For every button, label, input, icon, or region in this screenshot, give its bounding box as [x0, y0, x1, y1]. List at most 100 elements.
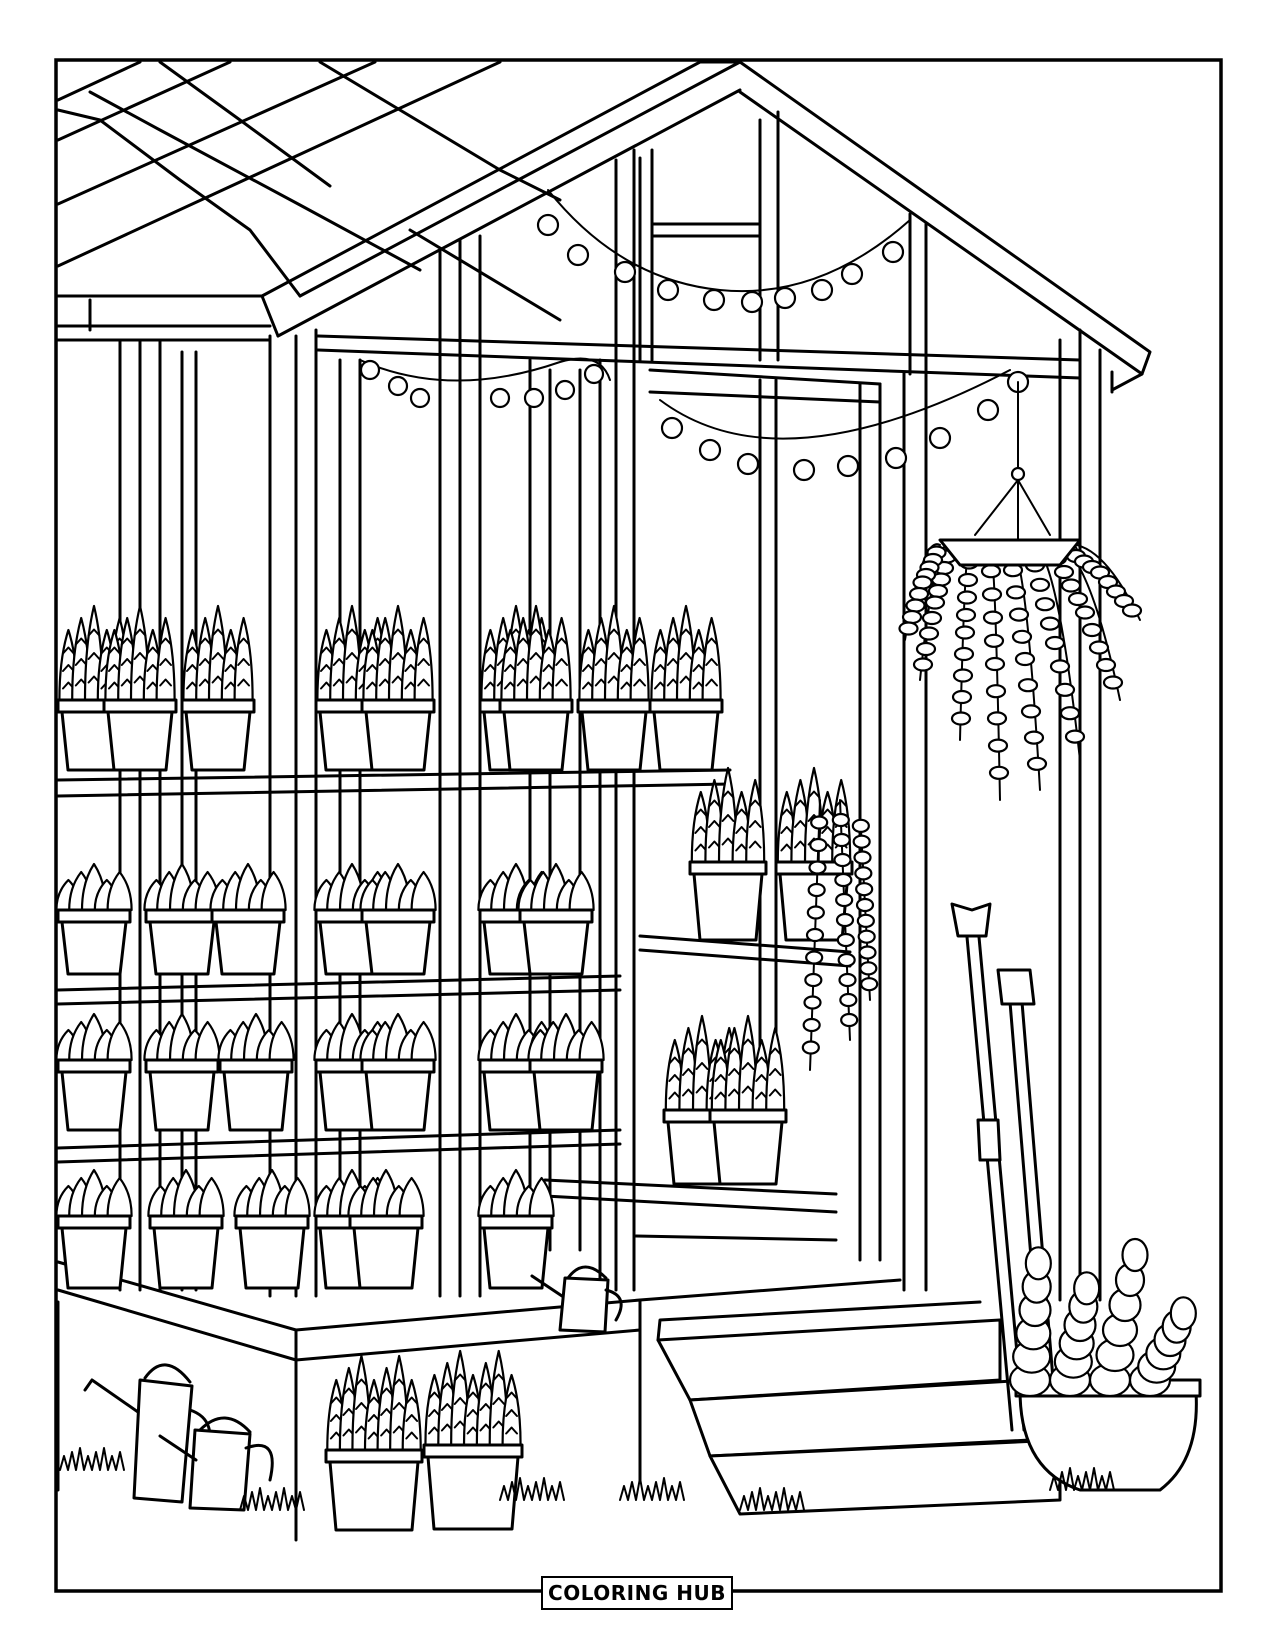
string-lights — [359, 189, 1030, 482]
light-bulb — [409, 387, 431, 409]
potted-plant — [477, 1168, 555, 1290]
potted-plant — [147, 1168, 225, 1290]
pot — [106, 710, 174, 772]
light-bulb — [810, 278, 834, 302]
potted-plant — [180, 604, 256, 772]
potted-plant — [55, 862, 133, 976]
hanging-fern — [898, 381, 1143, 801]
leaf — [106, 870, 133, 912]
fern-frond — [1024, 544, 1086, 761]
pot — [652, 710, 720, 772]
light-bulb — [702, 288, 726, 312]
pot — [532, 1070, 600, 1132]
pot — [364, 920, 432, 976]
pot-rim — [210, 908, 286, 924]
light-bulb — [656, 278, 680, 302]
potted-plant — [517, 862, 595, 976]
pot — [502, 710, 570, 772]
pot-rim — [324, 1448, 424, 1464]
leaf — [106, 1020, 133, 1062]
potted-plant — [102, 604, 178, 772]
pot-rim — [360, 1058, 436, 1074]
light-bulb — [928, 426, 952, 450]
potted-plant — [217, 1012, 295, 1132]
pot-rim — [422, 1443, 524, 1459]
pot — [148, 1070, 216, 1132]
potted-plant — [576, 604, 652, 772]
potted-plant — [498, 604, 574, 772]
vine-strand — [801, 799, 829, 1071]
grass-tufts — [59, 1447, 1115, 1511]
light-bulb — [792, 458, 816, 482]
leaf — [410, 870, 437, 912]
plant-shelves — [56, 768, 852, 1242]
potted-plant — [347, 1168, 425, 1290]
potted-plant — [527, 1012, 605, 1132]
succulent-stem — [1088, 1237, 1149, 1398]
pot-rim — [360, 698, 436, 714]
grass-tuft — [499, 1477, 565, 1501]
light-bulb — [840, 262, 864, 286]
pot — [692, 872, 764, 942]
light-bulb — [583, 363, 605, 385]
pot-rim — [56, 1214, 132, 1230]
pot — [364, 710, 432, 772]
pot-rim — [708, 1108, 788, 1124]
pot-rim — [348, 1214, 424, 1230]
light-bulb — [976, 398, 1000, 422]
greenhouse-frame — [56, 148, 1102, 1302]
leaf — [568, 870, 595, 912]
pot — [352, 1226, 420, 1290]
brand-label: COLORING HUB — [548, 1581, 726, 1605]
garden-tools — [950, 902, 1060, 1442]
vine-strand — [831, 799, 859, 1041]
greenhouse-steps — [656, 1300, 1062, 1516]
light-bulb — [489, 387, 511, 409]
pot — [60, 1070, 128, 1132]
light-bulb — [566, 243, 590, 267]
potted-plant — [708, 1014, 788, 1186]
potted-plant — [55, 1168, 133, 1290]
light-bulb — [881, 240, 905, 264]
light-bulb — [554, 379, 576, 401]
watering-can — [158, 1416, 274, 1512]
grass-tuft — [619, 1477, 685, 1501]
watering-can — [83, 1363, 212, 1504]
potted-plant — [359, 862, 437, 976]
shelf-plants — [55, 604, 854, 1290]
light-bulb — [773, 286, 797, 310]
leaf — [106, 1176, 133, 1218]
light-bulb — [884, 446, 908, 470]
pot — [148, 920, 216, 976]
grass-tuft — [739, 1487, 805, 1511]
watering-can — [530, 1265, 623, 1334]
potted-plant — [233, 1168, 311, 1290]
leaf — [194, 1020, 221, 1062]
light-bulb — [613, 260, 637, 284]
pot — [222, 1070, 290, 1132]
light-bulb — [660, 416, 684, 440]
pot — [60, 1226, 128, 1290]
light-bulb — [359, 359, 381, 381]
pot-rim — [518, 908, 594, 924]
leaf — [260, 870, 287, 912]
fern-frond — [912, 543, 958, 681]
potted-plant — [143, 862, 221, 976]
greenhouse-roof — [56, 60, 1152, 394]
pot-rim — [144, 1058, 220, 1074]
light-bulb — [740, 290, 764, 314]
brand-badge: COLORING HUB — [541, 1576, 733, 1610]
pot — [60, 920, 128, 976]
pot-rim — [56, 908, 132, 924]
pot-rim — [478, 1214, 554, 1230]
pot — [184, 710, 252, 772]
leaf — [398, 1176, 425, 1218]
light-bulb — [536, 213, 560, 237]
potted-plant — [422, 1349, 524, 1531]
fern-frond — [950, 543, 980, 741]
potted-plant — [648, 604, 724, 772]
potted-plant — [688, 766, 768, 942]
pot — [152, 1226, 220, 1290]
light-bulb — [736, 452, 760, 476]
